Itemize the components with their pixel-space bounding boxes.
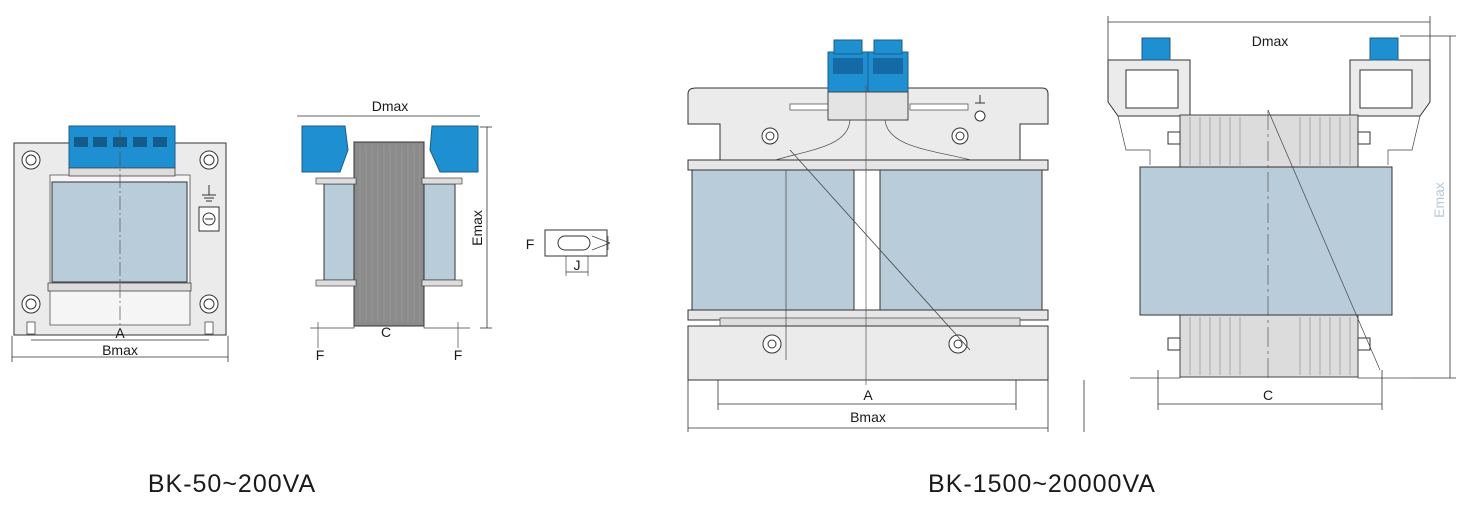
dim-label-emax: Emax — [469, 210, 485, 246]
dim-label-a: A — [115, 325, 125, 341]
small-side-view: Dmax Emax C F F — [297, 98, 492, 363]
small-front-view: A Bmax — [11, 125, 229, 362]
dim-label-emax-large: Emax — [1431, 182, 1447, 218]
dim-label-c-large: C — [1263, 387, 1273, 403]
lamination-lines — [359, 145, 421, 322]
large-side-view: Dmax — [1107, 16, 1456, 410]
small-coil — [51, 181, 188, 283]
dim-label-bmax: Bmax — [102, 342, 138, 358]
ground-symbol-icon — [974, 95, 986, 122]
lug-label-j: J — [574, 257, 581, 273]
mounting-hole-icon — [21, 150, 219, 314]
mounting-hole-icon — [762, 334, 968, 354]
large-coil-right — [879, 169, 1043, 311]
dim-label-bmax-large: Bmax — [850, 409, 886, 425]
small-terminal-block — [68, 125, 176, 177]
core-lamination-lines — [1189, 117, 1351, 375]
lug-detail: F J — [526, 229, 611, 276]
large-terminal-block — [827, 39, 909, 121]
terminal-screw-icon — [198, 206, 220, 232]
dim-label-c: C — [381, 324, 391, 340]
dim-label-a-large: A — [863, 387, 873, 403]
lug-label-f: F — [526, 236, 535, 252]
ground-symbol-icon — [202, 185, 216, 202]
dim-label-f-right: F — [454, 347, 463, 363]
caption-large-model: BK-1500~20000VA — [928, 470, 1156, 498]
large-side-coil — [1139, 166, 1393, 316]
dim-label-f-left: F — [316, 347, 325, 363]
bolt-icon — [1167, 131, 1371, 351]
dim-label-dmax-large: Dmax — [1252, 33, 1289, 49]
large-coil-left — [691, 169, 855, 311]
caption-small-model: BK-50~200VA — [148, 470, 316, 498]
dim-label-dmax: Dmax — [372, 98, 409, 114]
large-front-view: A Bmax — [687, 39, 1085, 432]
